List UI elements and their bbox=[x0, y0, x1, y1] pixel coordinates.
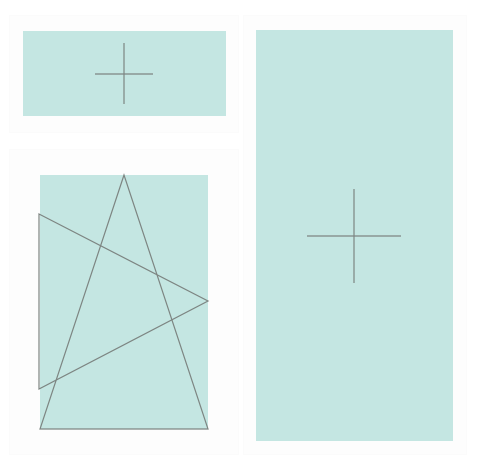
right-placeholder-panel bbox=[256, 30, 453, 441]
tall-triangle-outline bbox=[39, 173, 209, 430]
bottom-left-figure-panel bbox=[38, 173, 210, 430]
top-left-placeholder-panel bbox=[23, 31, 226, 116]
plus-icon bbox=[95, 43, 153, 104]
right-pointing-triangle-outline bbox=[38, 213, 210, 390]
bottom-left-panel-fill bbox=[40, 175, 208, 429]
plus-icon bbox=[307, 189, 401, 283]
